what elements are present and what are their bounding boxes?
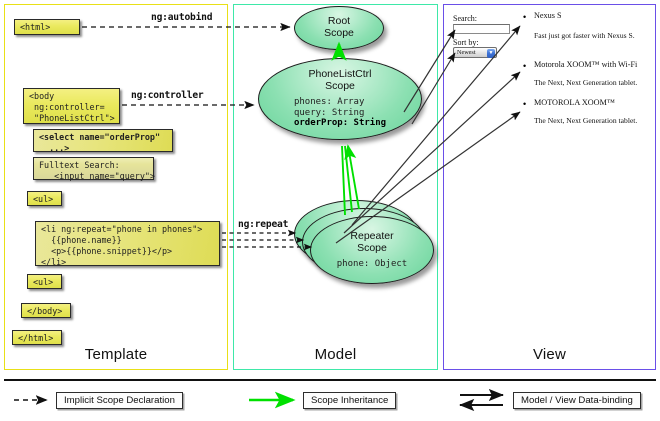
code-block-html-open: <html> <box>14 19 80 35</box>
code-block-search: Fulltext Search: <input name="query"> <box>33 157 155 181</box>
arrow-inheritance-repeater-3 <box>344 144 360 210</box>
list-bullet: • <box>523 12 527 22</box>
phone-snippet: The Next, Next Generation tablet. <box>534 78 638 87</box>
edge-label-repeat: ng:repeat <box>238 219 289 230</box>
arrow-binding-phone-3 <box>335 111 521 244</box>
code-block-ul-open: <ul> <box>27 191 62 206</box>
scope-phonelistctrl-props: phones: Array query: String orderProp: S… <box>294 97 386 129</box>
arrow-binding-query <box>403 29 456 113</box>
code-block-html-close: </html> <box>12 330 62 345</box>
phone-name: MOTOROLA XOOM™ <box>534 98 615 107</box>
chevron-down-icon: ▼ <box>487 49 495 58</box>
edge-label-controller: ng:controller <box>131 90 204 101</box>
panel-model: Model <box>233 4 438 370</box>
legend-scope-inheritance: Scope Inheritance <box>303 392 397 409</box>
legend-implicit-scope-declaration: Implicit Scope Declaration <box>56 392 183 409</box>
code-block-body-close: </body> <box>21 303 71 318</box>
phone-snippet: The Next, Next Generation tablet. <box>534 116 638 125</box>
view-sort-label: Sort by: <box>453 38 479 47</box>
arrow-binding-phone-2 <box>343 71 521 234</box>
code-block-body-open: <body ng:controller= "PhoneListCtrl"> <box>23 88 120 124</box>
phone-name: Nexus S <box>534 11 562 20</box>
scope-prop-bold: orderProp: String <box>293 118 387 129</box>
panel-template-label: Template <box>84 346 148 363</box>
phone-snippet: Fast just got faster with Nexus S. <box>534 31 635 40</box>
list-bullet: • <box>523 99 527 109</box>
panel-view: View <box>443 4 656 370</box>
view-search-label: Search: <box>453 14 477 23</box>
list-bullet: • <box>523 61 527 71</box>
scope-repeater-props: phone: Object <box>336 258 408 269</box>
scope-prop-plain: phones: Array query: String <box>293 96 365 118</box>
panel-model-label: Model <box>314 346 357 363</box>
code-block-li-repeat: <li ng:repeat="phone in phones"> {{phone… <box>35 221 220 267</box>
phone-name: Motorola XOOM™ with Wi-Fi <box>534 60 638 69</box>
search-input[interactable] <box>453 24 510 34</box>
legend-model-view-data-binding: Model / View Data-binding <box>513 392 641 409</box>
sort-by-value: Newest <box>457 49 476 56</box>
arrow-binding-orderprop <box>411 52 456 125</box>
panel-view-label: View <box>532 346 567 363</box>
code-block-select: <select name="orderProp" ...> <box>33 129 173 153</box>
edge-label-autobind: ng:autobind <box>151 12 213 23</box>
code-block-ul-close: <ul> <box>27 274 62 289</box>
legend-divider <box>4 379 656 381</box>
arrow-inheritance-repeater-1 <box>341 145 346 216</box>
arrow-binding-phone-1 <box>351 25 521 226</box>
